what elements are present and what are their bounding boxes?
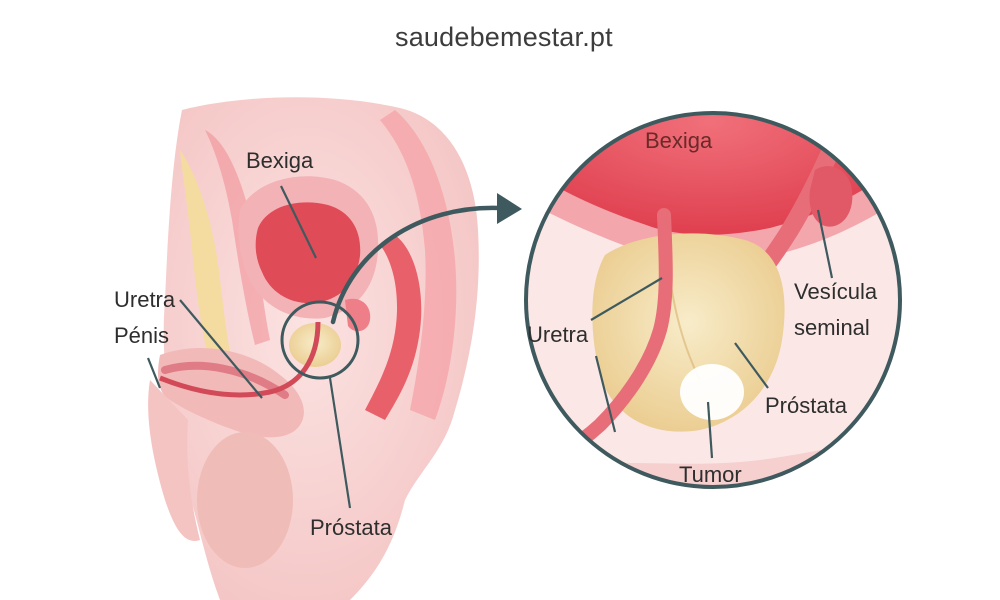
leader-left-penis — [146, 357, 162, 389]
leader-left-bexiga — [280, 185, 317, 259]
body-section — [146, 97, 479, 600]
leader-zoom-uretra-a — [590, 277, 663, 321]
label-zoom-bexiga: Bexiga — [645, 128, 713, 153]
label-left-bexiga: Bexiga — [246, 148, 314, 173]
leader-zoom-prostata — [734, 342, 769, 389]
fat-layer — [180, 150, 235, 372]
zoom-source-circle — [280, 300, 360, 380]
leader-left-uretra — [179, 299, 263, 399]
label-zoom-uretra: Uretra — [527, 322, 589, 347]
leader-zoom-vesicula — [816, 209, 834, 279]
leader-zoom-tumor — [706, 401, 714, 459]
zoom-arrow — [330, 193, 522, 325]
abdominal-wall — [205, 130, 270, 345]
zoom-view — [524, 111, 902, 489]
left-seminal-vesicle — [345, 298, 371, 332]
label-zoom-vesicula: Vesícula — [794, 279, 878, 304]
zoom-circle-border — [524, 111, 902, 489]
leader-left-prostata — [328, 377, 352, 509]
label-zoom-prostata: Próstata — [765, 393, 847, 418]
testis — [197, 432, 293, 568]
rear-tissue — [380, 110, 457, 420]
label-left-penis: Pénis — [114, 323, 170, 348]
corpus-band — [161, 361, 289, 399]
label-left-prostata: Próstata — [310, 515, 392, 540]
penis-lower — [148, 380, 200, 541]
label-zoom-tumor: Tumor — [679, 462, 742, 487]
zoom-tumor — [680, 364, 744, 420]
leader-zoom-uretra-b — [594, 355, 617, 433]
zoom-bladder-wall — [526, 165, 900, 262]
label-left-uretra: Uretra — [114, 287, 176, 312]
source-watermark: saudebemestar.pt — [395, 22, 613, 52]
rectum — [365, 235, 422, 420]
left-urethra — [159, 321, 321, 398]
left-bladder-interior — [255, 202, 361, 304]
zoom-seminal-vesicle — [809, 166, 853, 227]
label-zoom-seminal: seminal — [794, 315, 870, 340]
